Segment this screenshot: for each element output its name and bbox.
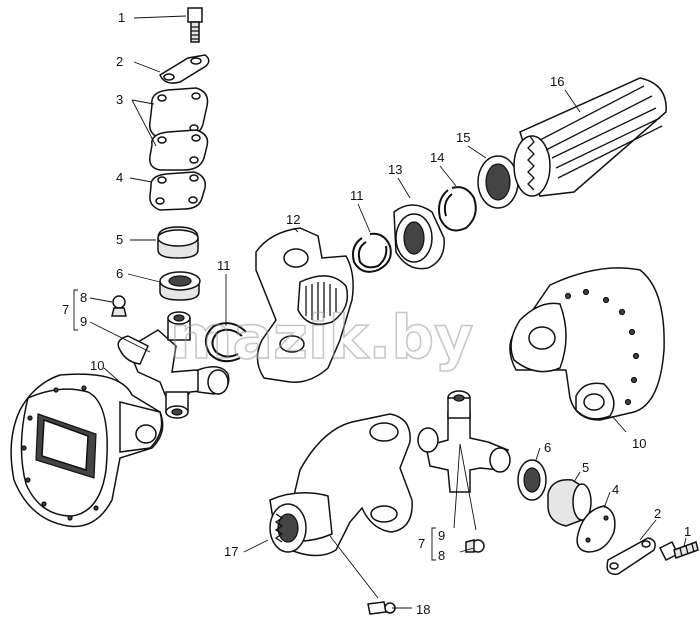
callout-11-left: 11 — [217, 258, 231, 273]
part-shims-top — [148, 87, 209, 171]
part-flange-yoke-right — [509, 267, 665, 421]
part-lock-plate-right — [606, 537, 656, 575]
part-grease-nipple-left — [111, 295, 127, 317]
callout-7-left: 7 — [62, 302, 69, 317]
callout-12: 12 — [286, 212, 300, 227]
callout-labels: 1 2 3 4 5 6 7 8 9 10 11 11 12 13 14 15 1… — [62, 10, 691, 617]
bracket-7-left — [73, 289, 78, 331]
callout-9-left: 9 — [80, 314, 87, 329]
part-bearing-cap-top — [157, 226, 199, 259]
part-grease-nipple-bottom — [367, 601, 396, 615]
callout-18: 18 — [416, 602, 430, 617]
part-cover-right — [576, 505, 616, 553]
part-bearing-housing — [393, 204, 445, 270]
part-seal-top — [159, 271, 201, 301]
callout-16: 16 — [550, 74, 564, 89]
part-cover-top — [149, 171, 207, 211]
part-bolt-right — [658, 540, 699, 562]
part-grease-nipple-right — [465, 539, 485, 553]
part-splined-shaft — [513, 77, 667, 197]
part-shaft-yoke-bottom — [269, 413, 413, 557]
watermark-text: mazik.by — [170, 303, 473, 373]
callout-4-right: 4 — [612, 482, 619, 497]
callout-8-right: 8 — [438, 548, 445, 563]
part-snap-ring — [438, 186, 477, 232]
part-yoke-center — [255, 227, 354, 383]
bracket-7-right — [431, 527, 436, 561]
callout-5-right: 5 — [582, 460, 589, 475]
callout-10-left: 10 — [90, 358, 104, 373]
callout-13: 13 — [388, 162, 402, 177]
part-circlip-left — [204, 322, 247, 363]
callout-2-right: 2 — [654, 506, 661, 521]
callout-14: 14 — [430, 150, 444, 165]
part-lock-plate-top — [159, 54, 210, 84]
part-seal-right — [517, 459, 547, 501]
callout-6-top: 6 — [116, 266, 123, 281]
callout-1-right: 1 — [684, 524, 691, 539]
callout-1-top: 1 — [118, 10, 125, 25]
callout-5-top: 5 — [116, 232, 123, 247]
part-flange-yoke-left — [10, 373, 164, 528]
part-cross-spider-right — [417, 390, 511, 493]
callout-15: 15 — [456, 130, 470, 145]
callout-11-right: 11 — [350, 188, 364, 203]
part-bearing-cap-right — [547, 479, 592, 527]
callout-8-left: 8 — [80, 290, 87, 305]
part-circlip-right — [352, 232, 392, 273]
callout-9-right: 9 — [438, 528, 445, 543]
callout-6-right: 6 — [544, 440, 551, 455]
part-oil-seal — [477, 155, 519, 209]
callout-17: 17 — [224, 544, 238, 559]
part-cross-spider-left — [117, 311, 230, 419]
callout-10-right: 10 — [632, 436, 646, 451]
leader-lines — [89, 15, 687, 609]
callout-3: 3 — [116, 92, 123, 107]
callout-4-top: 4 — [116, 170, 123, 185]
callout-7-right: 7 — [418, 536, 425, 551]
part-bolt-top — [187, 7, 203, 43]
callout-2-top: 2 — [116, 54, 123, 69]
